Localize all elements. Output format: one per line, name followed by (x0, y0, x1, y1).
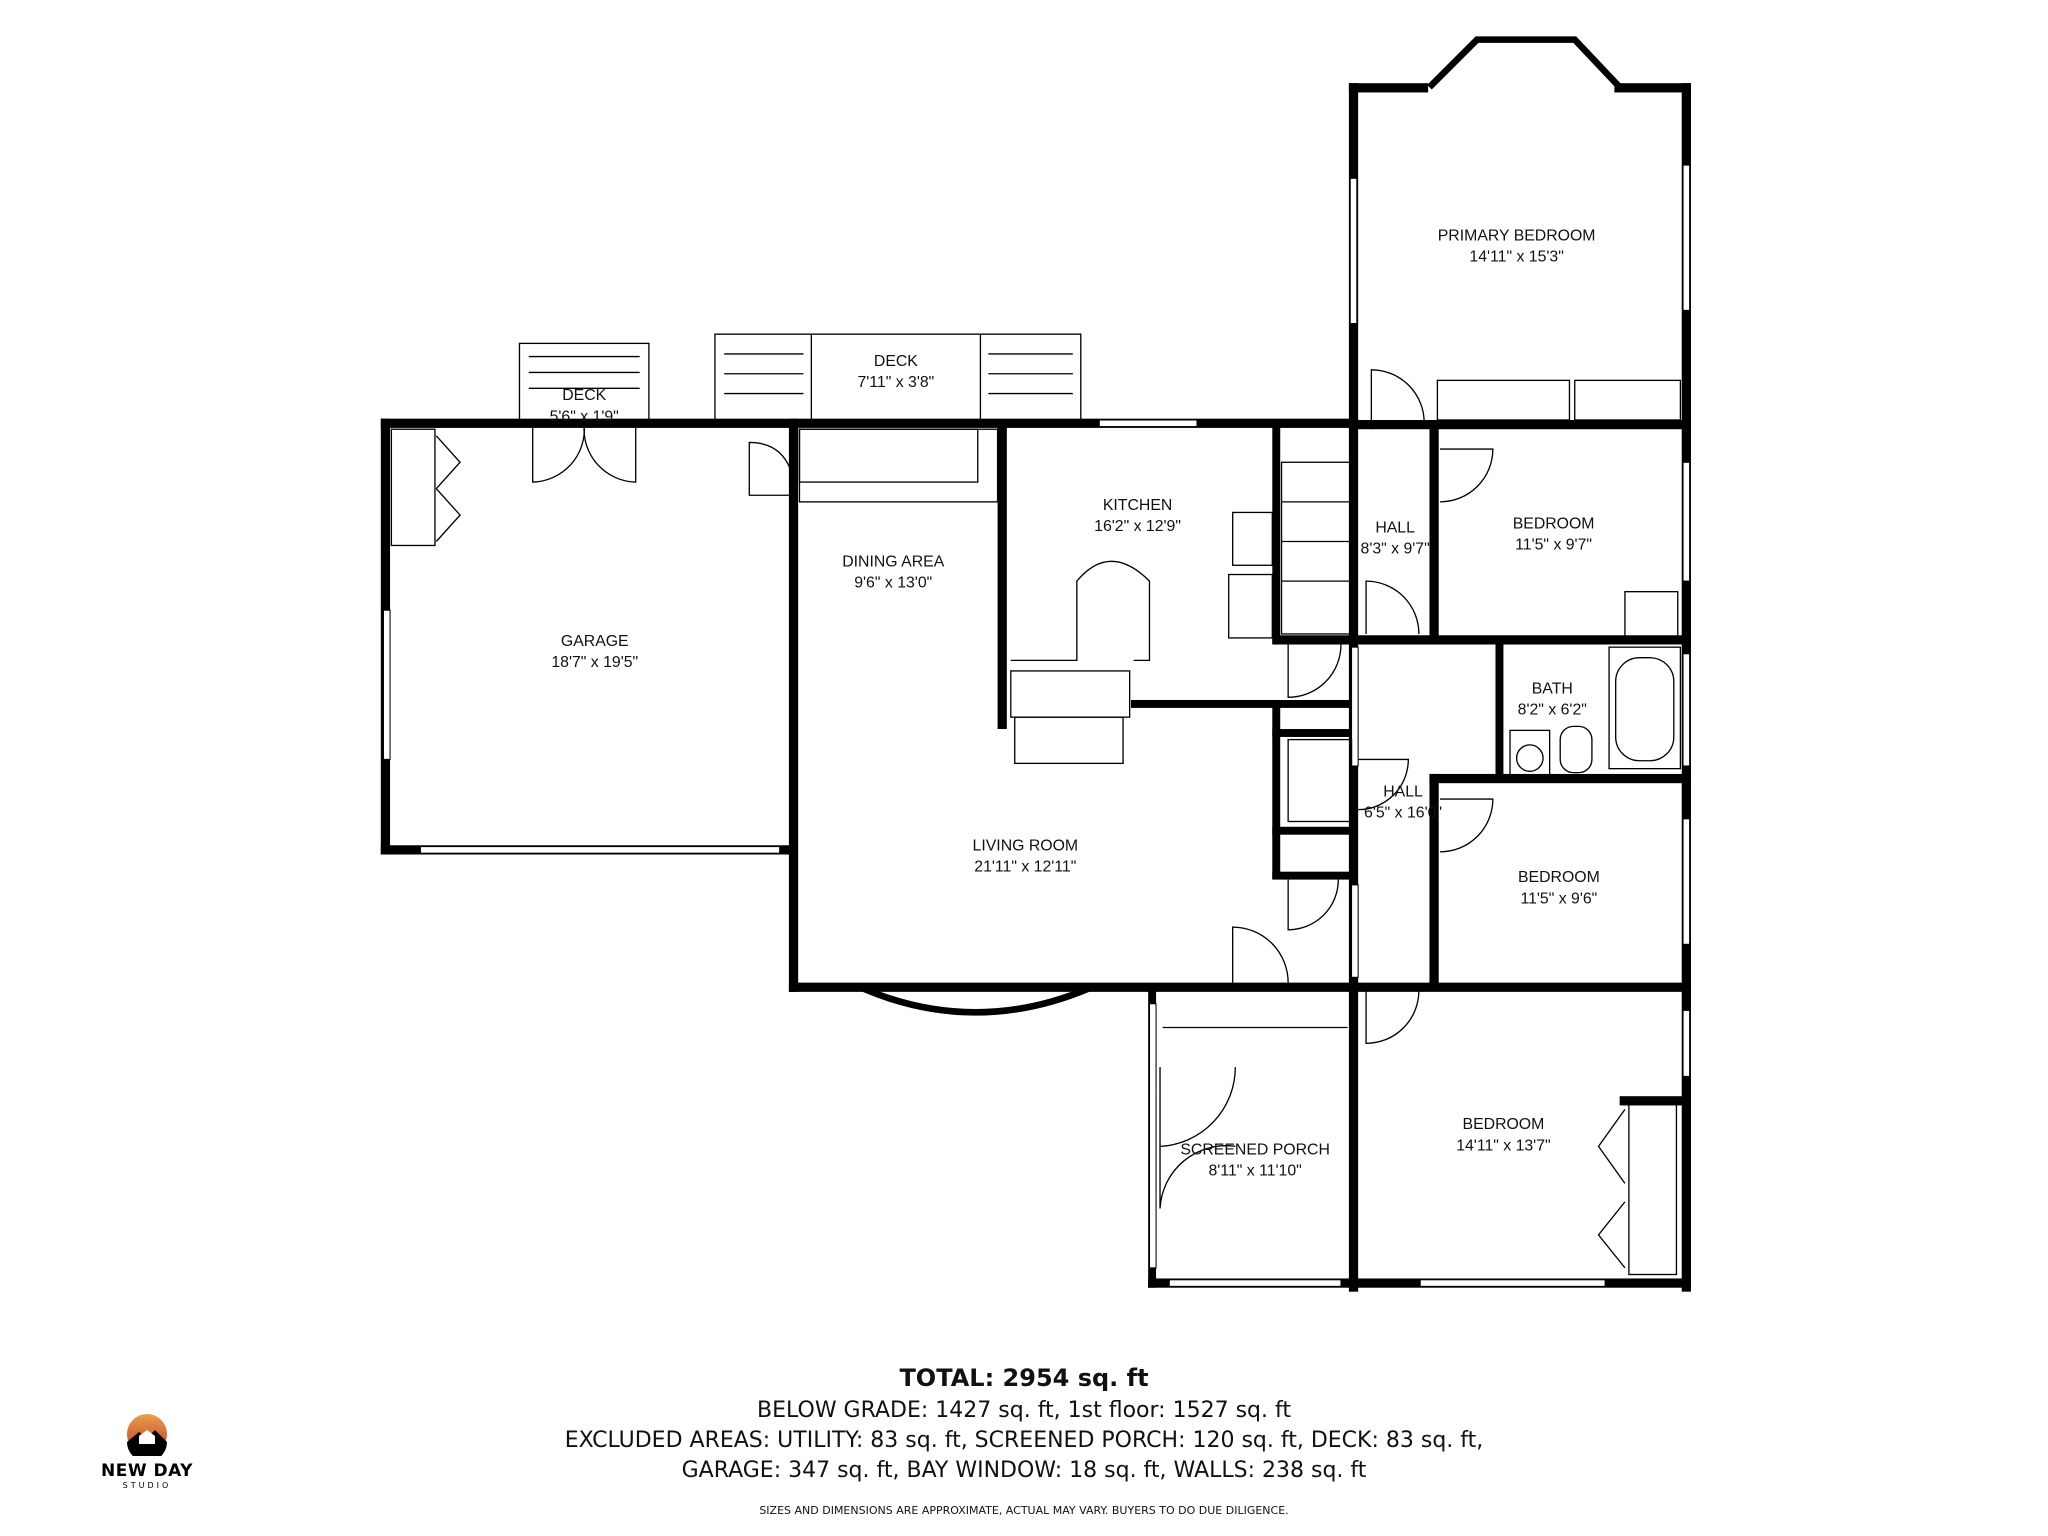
garage-name: GARAGE (561, 633, 629, 650)
living-name: LIVING ROOM (973, 838, 1079, 855)
hall-lower-name: HALL (1383, 783, 1423, 800)
living-dims: 21'11" x 12'11" (974, 859, 1076, 876)
bedroom-3-dims: 14'11" x 13'7" (1456, 1137, 1550, 1154)
hall-upper-dims: 8'3" x 9'7" (1361, 540, 1430, 557)
hall-upper-name: HALL (1375, 519, 1415, 536)
deck-large-name: DECK (874, 353, 918, 370)
deck-large-dims: 7'11" x 3'8" (857, 374, 934, 391)
total-area: TOTAL: 2954 sq. ft (899, 1364, 1149, 1392)
primary-bedroom-name: PRIMARY BEDROOM (1438, 227, 1596, 244)
logo-sub: STUDIO (122, 1481, 172, 1490)
logo-mountain-icon (127, 1414, 167, 1462)
bath-dims: 8'2" x 6'2" (1518, 702, 1587, 719)
primary-bedroom-dims: 14'11" x 15'3" (1469, 249, 1563, 266)
excluded-areas-line1: EXCLUDED AREAS: UTILITY: 83 sq. ft, SCRE… (564, 1428, 1484, 1453)
windows (382, 36, 1691, 1287)
deck-small-dims: 5'6" x 1'9" (550, 408, 619, 425)
screened-porch-name: SCREENED PORCH (1180, 1141, 1330, 1158)
room-labels: DECK 5'6" x 1'9" DECK 7'11" x 3'8" GARAG… (550, 227, 1600, 1179)
fixtures (390, 369, 1682, 1276)
area-breakdown: BELOW GRADE: 1427 sq. ft, 1st floor: 152… (757, 1398, 1291, 1423)
dining-dims: 9'6" x 13'0" (854, 575, 932, 592)
disclaimer: SIZES AND DIMENSIONS ARE APPROXIMATE, AC… (759, 1504, 1289, 1517)
deck-small-name: DECK (562, 387, 606, 404)
excluded-areas-line2: GARAGE: 347 sq. ft, BAY WINDOW: 18 sq. f… (681, 1458, 1367, 1483)
kitchen-name: KITCHEN (1103, 497, 1172, 514)
bedroom-2-name: BEDROOM (1518, 869, 1600, 886)
bath-name: BATH (1532, 680, 1573, 697)
bedroom-3-name: BEDROOM (1463, 1116, 1545, 1133)
kitchen-dims: 16'2" x 12'9" (1094, 518, 1181, 535)
new-day-studio-logo: NEW DAY STUDIO (92, 1412, 202, 1490)
garage-dims: 18'7" x 19'5" (551, 654, 638, 671)
screened-porch-dims: 8'11" x 11'10" (1208, 1162, 1301, 1179)
bedroom-2-dims: 11'5" x 9'6" (1520, 890, 1597, 907)
dining-name: DINING AREA (842, 554, 944, 571)
bedroom-1-dims: 11'5" x 9'7" (1515, 536, 1592, 553)
hall-lower-dims: 6'5" x 16'0" (1364, 805, 1442, 822)
bedroom-1-name: BEDROOM (1513, 515, 1595, 532)
logo-name: NEW DAY (101, 1461, 193, 1481)
